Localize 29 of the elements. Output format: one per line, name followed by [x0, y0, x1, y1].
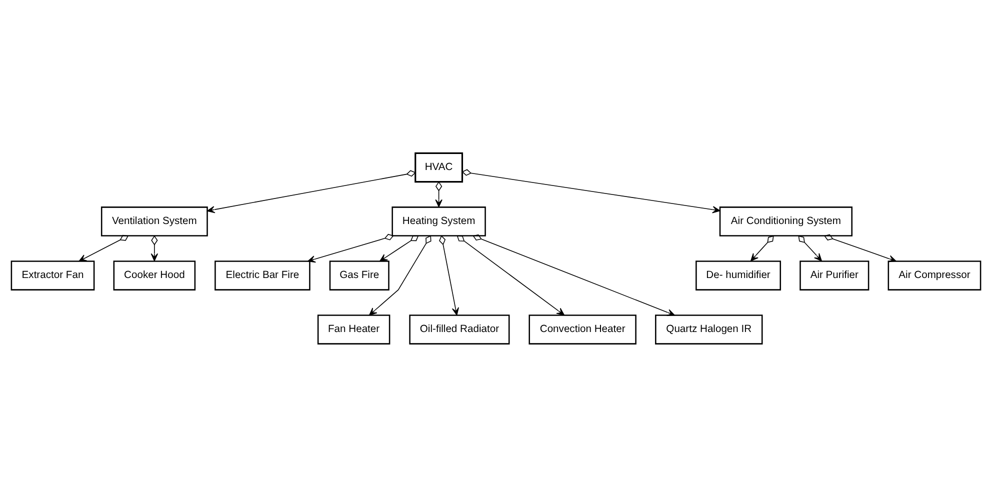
arrow [435, 181, 442, 208]
node-box: Convection Heater [528, 314, 636, 344]
node-box: Air Compressor [888, 260, 982, 290]
node-box: HVAC [414, 152, 464, 183]
arrow [368, 235, 432, 316]
arrow [206, 170, 416, 214]
node-box: Quartz Halogen IR [655, 314, 763, 344]
node-box: Heating System [392, 206, 486, 236]
node-box: Extractor Fan [10, 260, 95, 290]
arrow [456, 236, 565, 316]
node-box: Cooker Hood [113, 260, 196, 290]
node-box: Fan Heater [317, 314, 390, 344]
node-box: Oil-filled Radiator [409, 314, 510, 344]
arrow [824, 234, 896, 262]
node-box: De- humidifier [696, 260, 782, 290]
arrow [150, 235, 158, 262]
node-box: Gas Fire [329, 260, 390, 290]
arrow [750, 236, 774, 262]
arrow [439, 235, 459, 316]
arrow [78, 234, 129, 262]
arrow [462, 169, 720, 214]
node-box: Air Conditioning System [719, 206, 852, 236]
arrow [798, 236, 822, 262]
arrow [472, 234, 675, 316]
node-box: Electric Bar Fire [214, 260, 310, 290]
arrow [308, 234, 394, 263]
arrow [380, 236, 419, 262]
node-box: Air Purifier [800, 260, 870, 290]
node-box: Ventilation System [100, 206, 208, 236]
